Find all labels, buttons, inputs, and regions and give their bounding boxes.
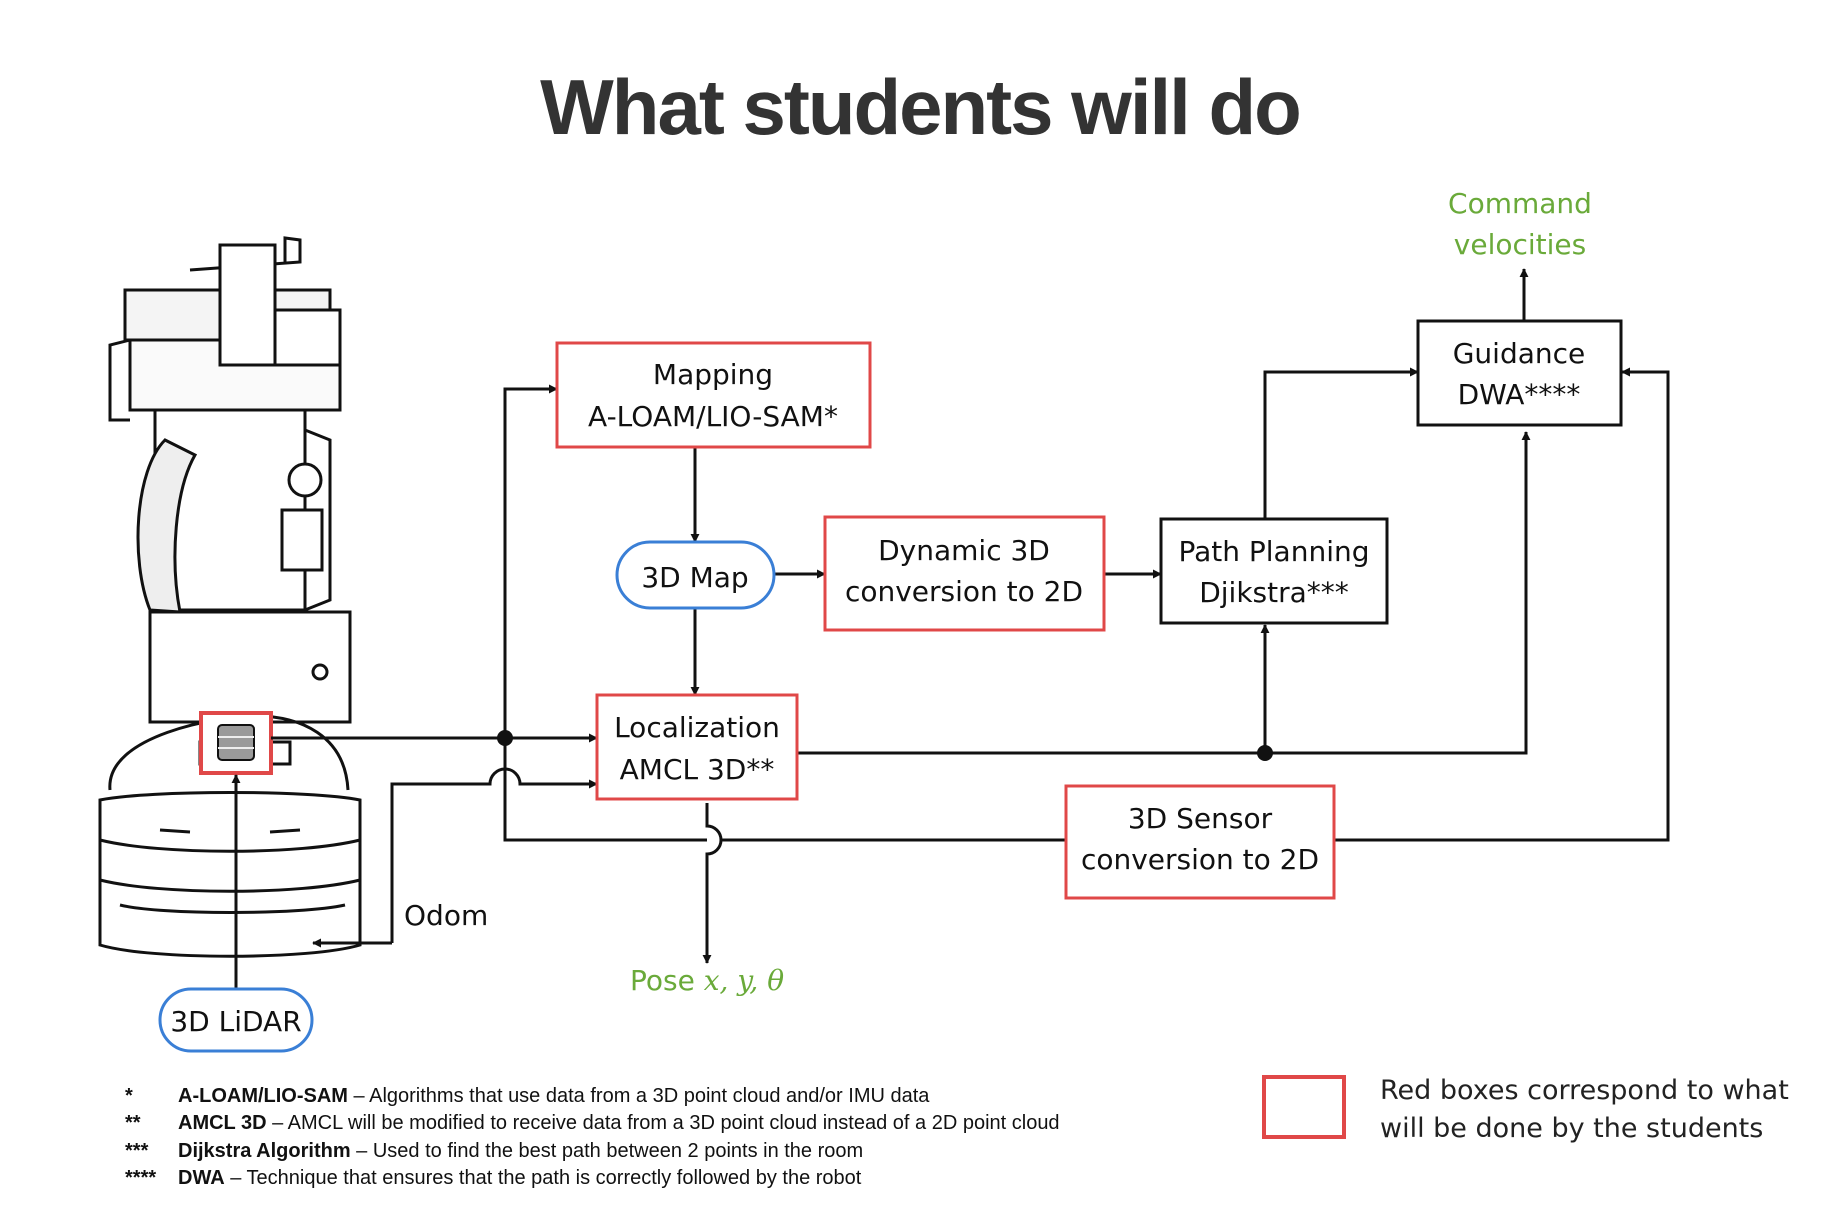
footnote-3-desc: – Used to find the best path between 2 p… [350,1140,864,1162]
odom-label: Odom [404,899,488,932]
footnote-1-mark: * [125,1085,133,1107]
node-mapping-line2: A-LOAM/LIO-SAM* [588,400,838,433]
node-localization: Localization AMCL 3D** [595,693,799,801]
command-label-line1: Command [1448,187,1592,220]
footnote-1-desc: – Algorithms that use data from a 3D poi… [347,1085,930,1107]
footnote-2-term: AMCL 3D [178,1112,267,1134]
node-path-planning-line1: Path Planning [1178,535,1369,568]
legend-text: Red boxes correspond to what will be don… [1380,1075,1789,1144]
junction-dot-lidar [497,730,513,746]
pose-label-vars: x, y, θ [704,964,784,997]
junction-dot-pose [1257,745,1273,761]
node-dynamic-conversion: Dynamic 3D conversion to 2D [823,515,1106,632]
node-guidance-line1: Guidance [1453,337,1586,370]
node-dynamic-line2: conversion to 2D [845,575,1083,608]
footnote-4-term: DWA [178,1167,225,1189]
node-sensor-conversion: 3D Sensor conversion to 2D [1064,784,1336,900]
legend-red-box [1262,1075,1346,1139]
footnote-4: **** DWA – Technique that ensures that th… [125,1167,861,1190]
footnote-2-mark: ** [125,1112,141,1134]
pose-label: Pose x, y, θ [630,964,784,997]
pose-label-prefix: Pose [630,964,704,997]
node-3d-map-label: 3D Map [641,561,748,594]
node-guidance-line2: DWA**** [1458,378,1581,411]
node-3d-lidar-label: 3D LiDAR [170,1005,301,1038]
node-3d-lidar: 3D LiDAR [158,987,314,1053]
node-path-planning: Path Planning Djikstra*** [1159,517,1389,625]
footnote-2-desc: – AMCL will be modified to receive data … [266,1112,1060,1134]
command-label-line2: velocities [1454,228,1586,261]
page-title: What students will do [540,63,1302,151]
robot-illustration [98,236,362,958]
node-mapping: Mapping A-LOAM/LIO-SAM* [555,341,872,449]
footnote-2: ** AMCL 3D – AMCL will be modified to rec… [125,1112,1060,1135]
footnote-3: *** Dijkstra Algorithm – Used to find the… [125,1140,863,1163]
connector-lines [231,268,1670,989]
footnote-1-term: A-LOAM/LIO-SAM [178,1085,348,1107]
footnote-1: * A-LOAM/LIO-SAM – Algorithms that use da… [125,1085,929,1108]
node-path-planning-line2: Djikstra*** [1199,576,1349,609]
footnote-4-desc: – Technique that ensures that the path i… [224,1167,862,1189]
lidar-device [199,711,273,775]
node-localization-line1: Localization [614,711,780,744]
node-dynamic-line1: Dynamic 3D [878,534,1050,567]
node-sensor-line1: 3D Sensor [1128,802,1273,835]
node-guidance: Guidance DWA**** [1416,319,1623,427]
node-localization-line2: AMCL 3D** [620,753,775,786]
footnote-3-mark: *** [125,1140,149,1162]
node-mapping-line1: Mapping [653,358,773,391]
node-sensor-line2: conversion to 2D [1081,843,1319,876]
footnote-3-term: Dijkstra Algorithm [178,1140,351,1162]
node-3d-map: 3D Map [615,540,776,610]
footnote-4-mark: **** [125,1167,157,1189]
